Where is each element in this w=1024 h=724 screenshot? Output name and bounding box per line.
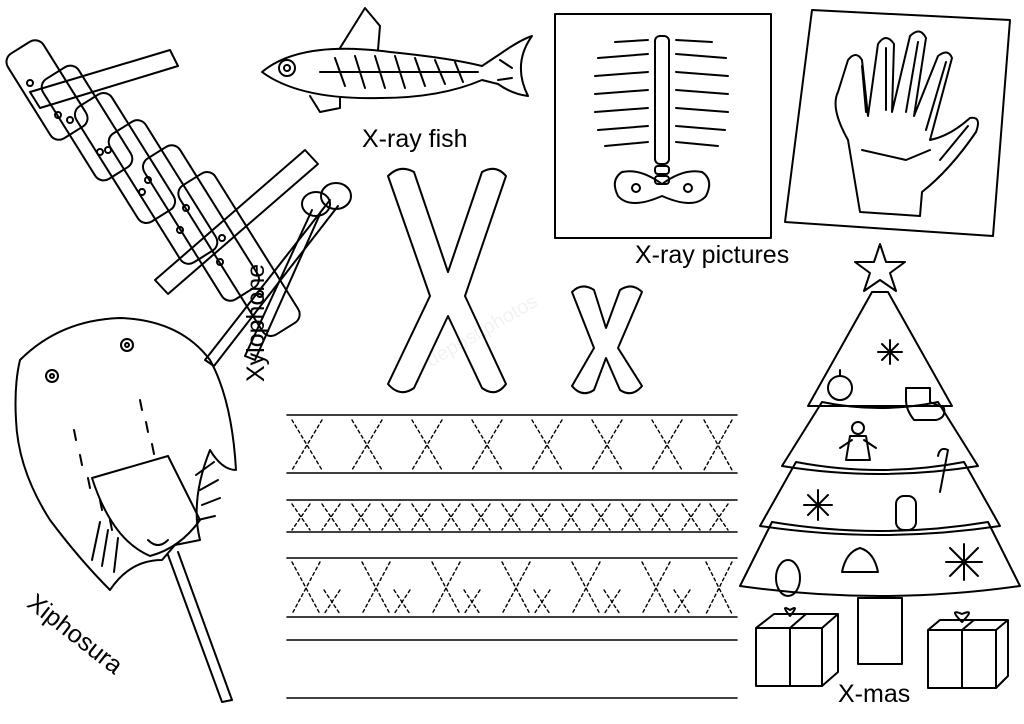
letter-x-lowercase — [571, 285, 643, 395]
label-xray-fish: X-ray fish — [362, 125, 468, 153]
xylophone-illustration — [5, 39, 352, 367]
xiphosura-illustration — [14, 317, 237, 703]
xray-hand-picture — [784, 9, 1011, 237]
tracing-guidelines — [286, 414, 738, 699]
letter-x-uppercase — [387, 167, 507, 394]
label-xray-pictures: X-ray pictures — [635, 241, 790, 269]
label-xmas: X-mas — [838, 680, 911, 708]
xray-chest-picture — [554, 13, 772, 239]
xmas-tree-illustration — [739, 243, 1021, 689]
xray-fish-illustration — [261, 7, 533, 113]
label-xylophone: Xylophone — [242, 263, 270, 382]
tracing-dotted-letters — [291, 419, 733, 615]
